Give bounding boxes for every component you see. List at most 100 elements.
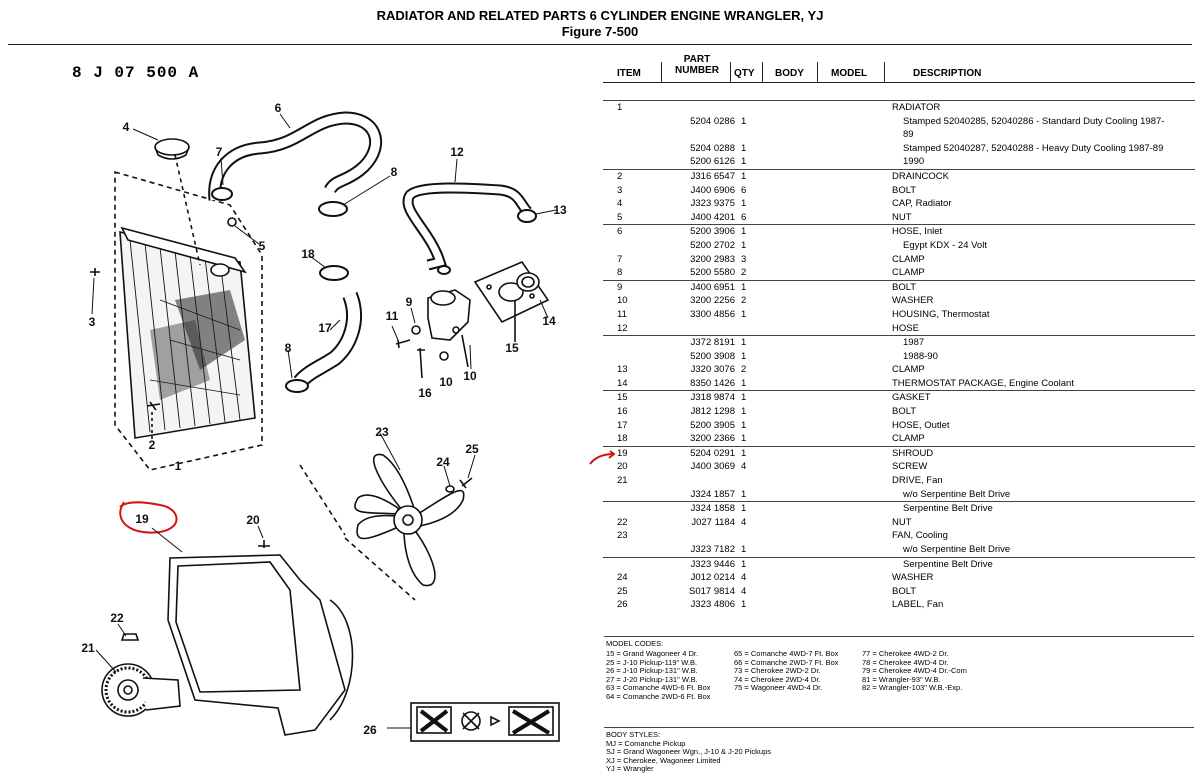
drawing-code: 8 J 07 500 A [72, 64, 200, 82]
body-style: YJ = Wrangler [606, 764, 654, 774]
row-part-number: 8350 1426 [690, 377, 735, 389]
col-divider [817, 62, 818, 82]
fan-shroud [167, 554, 346, 736]
row-description: Stamped 52040287, 52040288 - Heavy Duty … [903, 142, 1164, 154]
col-part-number: PART NUMBER [675, 54, 719, 76]
row-description: 1990 [903, 156, 925, 168]
row-qty: 2 [741, 364, 747, 376]
col-description: DESCRIPTION [913, 68, 982, 79]
row-qty: 1 [741, 544, 747, 555]
row-qty: 1 [741, 350, 747, 362]
row-item: 22 [617, 516, 628, 528]
col-model: MODEL [831, 68, 868, 79]
row-part-number: J400 6906 [690, 184, 735, 196]
row-part-number: 5200 6126 [690, 156, 735, 168]
callout-number: 10 [463, 369, 477, 383]
callout-number: 4 [123, 120, 130, 134]
row-qty: 4 [741, 516, 747, 528]
row-qty: 3 [741, 253, 747, 265]
row-description: NUT [892, 516, 912, 528]
parts-table: ITEM PART NUMBER QTY BODY MODEL DESCRIPT… [603, 52, 1195, 610]
table-row: 89 [603, 128, 1195, 142]
fan-drive [101, 663, 181, 717]
row-qty: 1 [741, 488, 747, 500]
row-item: 17 [617, 419, 628, 431]
row-part-number: J323 7182 [690, 544, 735, 555]
row-item: 25 [617, 585, 628, 597]
row-item: 4 [617, 198, 623, 210]
model-code: 65 = Comanche 4WD-7 Ft. Box [734, 649, 839, 658]
cooling-fan [354, 453, 465, 587]
table-header: ITEM PART NUMBER QTY BODY MODEL DESCRIPT… [603, 52, 1195, 83]
row-description: DRAINCOCK [892, 170, 950, 182]
model-code: 25 = J-10 Pickup-119" W.B. [606, 657, 698, 667]
table-row: 20 J400 3069 4 SCREW [603, 460, 1195, 474]
row-qty: 4 [741, 585, 747, 597]
row-item: 6 [617, 226, 623, 238]
callout-number: 3 [89, 315, 96, 329]
callout-number: 8 [391, 165, 398, 179]
row-description: BOLT [892, 184, 917, 196]
col-divider [762, 62, 763, 82]
row-qty: 1 [741, 503, 747, 515]
row-part-number: 3200 2366 [690, 433, 735, 445]
thermostat-gasket [473, 261, 550, 324]
row-item: 20 [617, 461, 628, 473]
row-description: FAN, Cooling [892, 530, 948, 542]
row-description: HOSE, Outlet [892, 419, 950, 431]
row-qty: 1 [741, 447, 747, 459]
row-description: LABEL, Fan [892, 599, 944, 611]
row-part-number: J400 6951 [690, 281, 735, 293]
row-qty: 4 [741, 461, 747, 473]
row-qty: 1 [741, 377, 747, 389]
row-part-number: 5200 5580 [690, 267, 735, 279]
model-code: 15 = Grand Wagoneer 4 Dr. [606, 649, 699, 658]
col-divider [661, 62, 662, 82]
col-item: ITEM [617, 68, 641, 79]
model-code: 79 = Cherokee 4WD-4 Dr.-Com [862, 666, 967, 676]
row-part-number: J400 3069 [690, 461, 735, 473]
row-qty: 2 [741, 295, 747, 307]
model-code: 75 = Wagoneer 4WD-4 Dr. [734, 683, 823, 693]
row-qty: 6 [741, 211, 747, 223]
callout-number: 18 [301, 247, 315, 261]
callout-number: 5 [259, 239, 266, 253]
row-description: HOSE, Inlet [892, 226, 943, 238]
callout-number: 9 [406, 295, 413, 309]
row-item: 8 [617, 267, 623, 279]
row-description: SCREW [892, 461, 928, 473]
row-part-number: 5200 3906 [690, 226, 735, 238]
col-qty: QTY [734, 68, 755, 79]
row-part-number: 5204 0288 [690, 142, 735, 154]
col-divider [884, 62, 885, 82]
row-part-number: 5200 2702 [690, 239, 735, 251]
row-description: HOUSING, Thermostat [892, 308, 990, 320]
row-part-number: 3300 4856 [690, 308, 735, 320]
row-item: 16 [617, 406, 628, 418]
callout-number: 22 [110, 611, 124, 625]
callout-number: 16 [418, 386, 432, 400]
row-part-number: J324 1857 [690, 488, 735, 500]
row-qty: 1 [741, 419, 747, 431]
row-description: BOLT [892, 281, 917, 293]
callout-number: 17 [318, 321, 332, 335]
row-part-number: J318 9874 [690, 392, 735, 404]
figure-number: Figure 7-500 [561, 24, 639, 39]
row-item: 14 [617, 377, 628, 389]
body-styles-heading: BODY STYLES: [606, 730, 661, 739]
row-part-number: 3200 2983 [690, 253, 735, 265]
body-style: MJ = Comanche Pickup [606, 738, 686, 748]
model-codes-heading: MODEL CODES: [606, 639, 664, 648]
row-part-number: S017 9814 [689, 585, 735, 597]
callout-number: 1 [175, 459, 182, 473]
callout-number: 14 [542, 314, 556, 328]
